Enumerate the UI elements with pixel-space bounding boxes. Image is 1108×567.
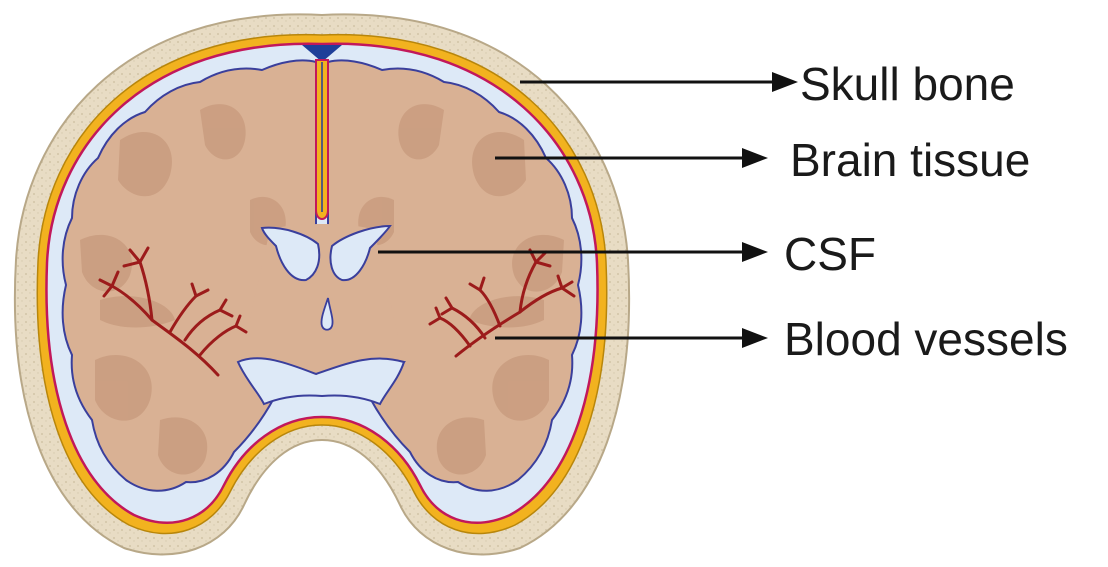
skull-bone-arrow <box>520 72 798 92</box>
lateral-ventricle-right <box>329 224 392 282</box>
label-skull-bone: Skull bone <box>800 58 1015 110</box>
basal-cistern <box>236 357 406 406</box>
blood-vessels-arrow <box>495 328 768 348</box>
brain-tissue-arrow <box>495 148 768 168</box>
label-blood-vessels: Blood vessels <box>784 313 1068 365</box>
csf-arrow <box>378 242 768 262</box>
label-csf: CSF <box>784 228 876 280</box>
sagittal-sinus <box>302 45 342 62</box>
annotation-arrows <box>378 72 798 348</box>
blood-vessels-right <box>428 248 576 358</box>
third-ventricle <box>320 297 334 331</box>
lateral-ventricle-left <box>260 226 321 282</box>
left-gyri-shading <box>80 104 286 475</box>
label-brain-tissue: Brain tissue <box>790 134 1030 186</box>
blood-vessels-left <box>98 246 248 377</box>
